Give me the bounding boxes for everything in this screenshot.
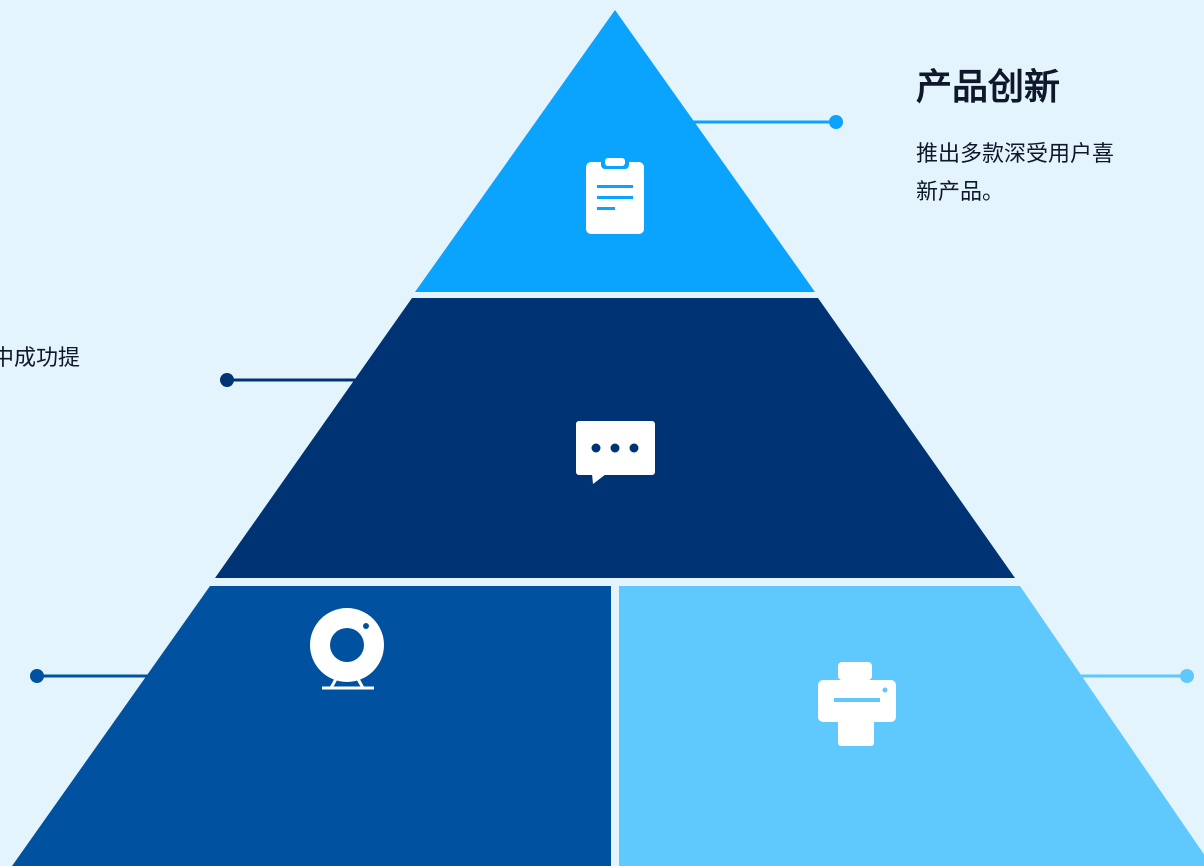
connector-bottom-left [30,669,160,683]
pyramid-tier-bottom-left [12,586,611,866]
connector-bottom-right [1080,669,1194,683]
webcam-icon [310,608,384,690]
connector-middle-left [220,373,360,387]
callout-description: 推出多款深受用户喜 新产品。 [916,136,1204,212]
callout-description-line: 新产品。 [916,180,1005,205]
pyramid-tier-bottom-right [619,586,1204,866]
left-callout-text: 中成功提 [0,346,81,371]
chat-bubble-icon [576,421,655,484]
pyramid-tier-top [415,10,815,292]
callout-title: 产品创新 [916,67,1061,108]
connector-top-right [680,115,843,129]
clipboard-icon [586,155,644,234]
printer-icon [818,662,896,746]
callout-description-line: 推出多款深受用户喜 [916,142,1115,167]
